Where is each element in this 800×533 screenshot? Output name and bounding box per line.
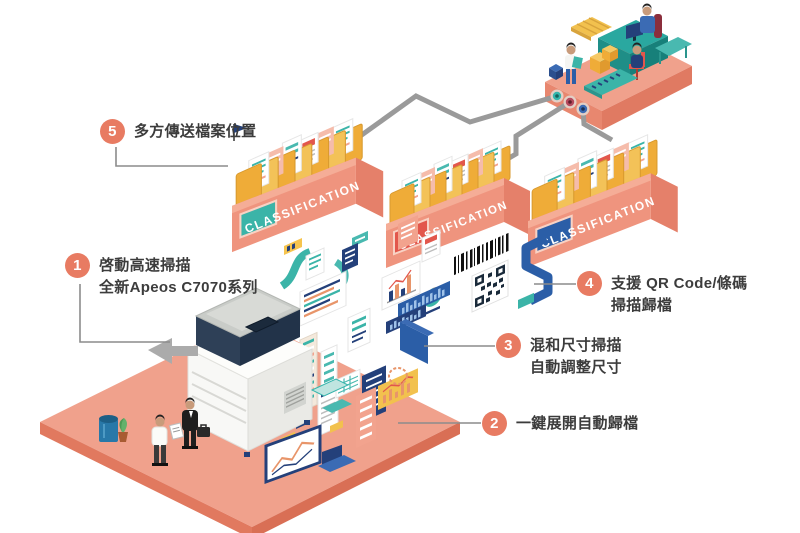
step-4-label-line2: 掃描歸檔: [611, 296, 673, 314]
step-1-label-line2: 全新Apeos C7070系列: [99, 278, 258, 296]
step-4-callout: 4 支援 QR Code/條碼 掃描歸檔: [577, 271, 747, 317]
plant: [118, 418, 128, 442]
step-1-badge: 1: [65, 253, 90, 278]
control-panel: [244, 316, 280, 333]
cargo-boxes: [590, 45, 618, 74]
blue-crate: [549, 64, 563, 80]
laptop: [318, 444, 356, 472]
person-with-briefcase: [182, 397, 210, 449]
cycle-diagram: [388, 367, 408, 385]
step-4-label-line1: 支援 QR Code/條碼: [611, 275, 748, 292]
step-2-badge: 2: [482, 411, 507, 436]
step-3-badge: 3: [496, 333, 521, 358]
person-holding-document: [151, 414, 185, 466]
qr-code: [471, 259, 509, 313]
blue-ribbon: [521, 233, 553, 306]
step-5-callout: 5 多方傳送檔案位置: [100, 119, 256, 144]
ports: [550, 89, 590, 116]
briefcase: [197, 424, 210, 437]
step-3-label-line1: 混和尺寸掃描: [530, 337, 622, 354]
server-rack: [584, 69, 638, 99]
step-4-badge: 4: [577, 271, 602, 296]
classification-box-3: CLASSIFICATION: [528, 135, 678, 267]
flag-marker: [233, 124, 247, 141]
histogram-strip: [398, 280, 450, 318]
step-2-label: 一鍵展開自動歸檔: [516, 415, 639, 432]
step-3-label-line2: 自動調整尺寸: [530, 358, 622, 376]
feed-arrow: [148, 338, 198, 364]
teal-ribbon: [279, 248, 312, 290]
person-standing-clipboard: [565, 42, 583, 84]
callout-lines: [79, 147, 576, 424]
trash-bin: [99, 415, 118, 442]
yellow-chart-card: [378, 368, 418, 410]
barcode: [452, 232, 510, 276]
step-1-callout: 1 啓動高速掃描 全新Apeos C7070系列: [65, 253, 258, 299]
pallet: [571, 17, 612, 41]
monitor: [626, 21, 643, 42]
step-5-badge: 5: [100, 119, 125, 144]
step-2-callout: 2 一鍵展開自動歸檔: [482, 411, 638, 436]
step-3-callout: 3 混和尺寸掃描 自動調整尺寸: [496, 333, 622, 379]
whiteboard-chart: [264, 424, 322, 485]
office-platform: [545, 3, 692, 130]
person-at-computer: [640, 3, 662, 38]
blue-folded-ribbon: [400, 319, 434, 364]
person-sitting: [629, 42, 645, 80]
side-table: [655, 37, 692, 64]
vent-grille: [284, 381, 306, 414]
bar-chart-card: [381, 260, 421, 311]
step-5-label: 多方傳送檔案位置: [134, 123, 257, 140]
step-1-label-line1: 啓動高速掃描: [99, 257, 191, 274]
